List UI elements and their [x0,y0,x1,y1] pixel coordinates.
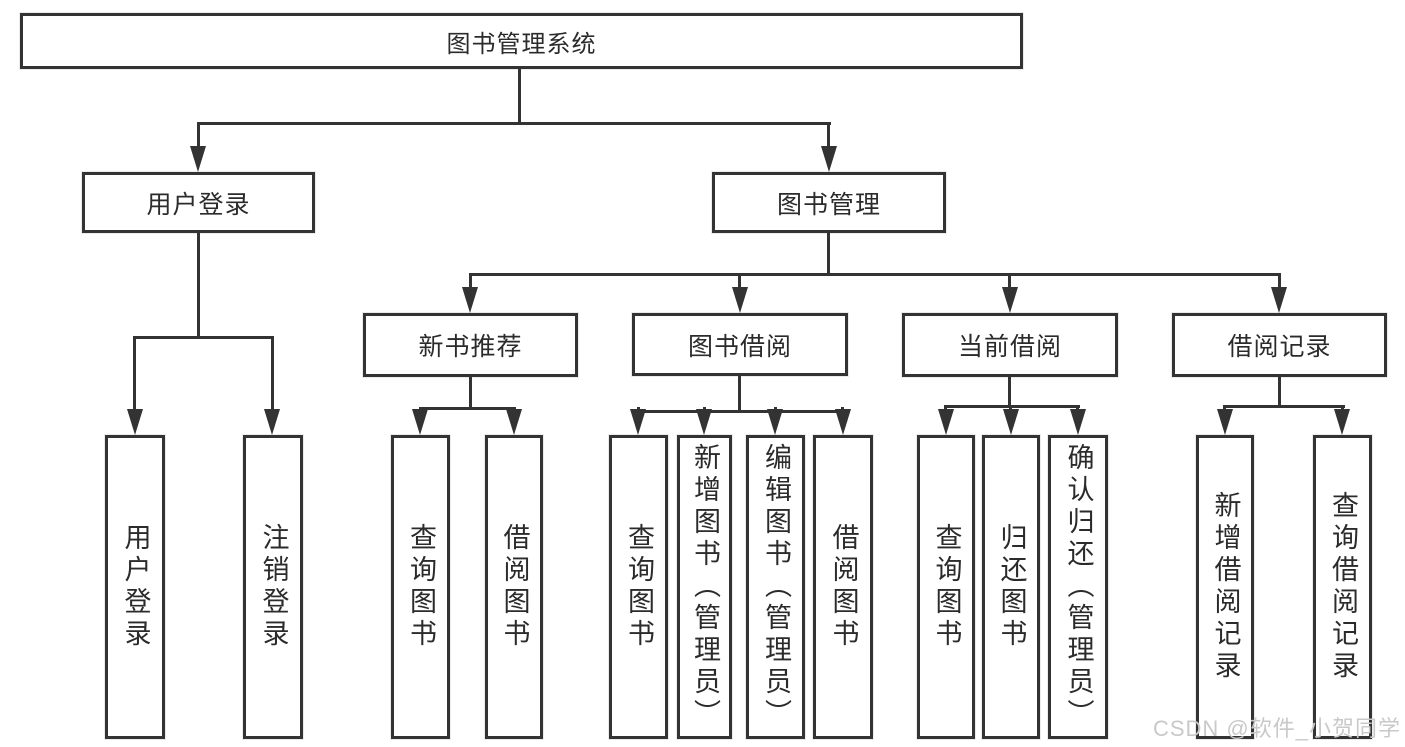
node-label: 查询图书 [406,523,436,651]
node-label: 编辑图书（管理员） [761,443,791,731]
leaf-borrow-books-recommend: 借阅图书 [485,435,543,739]
leaf-query-books-recommend: 查询图书 [391,435,450,739]
node-label: 图书管理 [776,190,881,219]
connector-line [827,122,830,150]
node-label: 当前借阅 [957,333,1062,361]
node-label: 借阅图书 [828,523,859,651]
node-label: 用户登录 [146,190,251,219]
connector-line [469,377,472,410]
node-label: 用户登录 [120,523,151,651]
node-label: 注销登录 [258,523,289,651]
node-book-borrowing: 图书借阅 [632,313,848,376]
leaf-add-borrow-record: 新增借阅记录 [1196,435,1254,739]
leaf-user-login: 用户登录 [105,435,165,739]
node-borrowing-records: 借阅记录 [1172,313,1387,377]
arrowhead-down-icon [630,409,646,435]
leaf-return-books: 归还图书 [982,435,1040,739]
connector-line [1278,377,1281,408]
arrowhead-down-icon [821,146,837,172]
node-user-login: 用户登录 [82,172,315,233]
leaf-add-books-admin: 新增图书（管理员） [677,435,732,739]
connector-line [197,122,200,150]
connector-line [133,336,136,413]
node-label: 新增借阅记录 [1210,491,1241,683]
node-label: 新增图书（管理员） [690,443,720,731]
connector-line [1008,377,1011,408]
arrowhead-down-icon [696,409,712,435]
node-label: 借阅图书 [499,523,530,651]
arrowhead-down-icon [767,409,783,435]
arrowhead-down-icon [1271,287,1287,313]
connector-line [738,273,741,291]
arrowhead-down-icon [1003,409,1019,435]
node-label: 新书推荐 [418,333,523,361]
node-label: 归还图书 [996,523,1027,651]
leaf-borrow-books: 借阅图书 [813,435,873,739]
arrowhead-down-icon [835,409,851,435]
connector-line [133,336,274,339]
node-label: 查询借阅记录 [1328,491,1358,683]
arrowhead-down-icon [127,409,143,435]
arrowhead-down-icon [506,409,522,435]
node-book-management: 图书管理 [712,172,946,233]
connector-line [1008,273,1011,291]
connector-line [637,410,844,413]
connector-line [271,336,274,413]
connector-line [1224,405,1345,408]
connector-line [197,122,831,125]
arrowhead-down-icon [1217,409,1233,435]
arrowhead-down-icon [938,409,954,435]
node-new-book-recommend: 新书推荐 [363,313,578,377]
leaf-edit-books-admin: 编辑图书（管理员） [746,435,805,739]
leaf-logout: 注销登录 [243,435,303,739]
connector-line [419,407,516,410]
leaf-query-books-current: 查询图书 [917,435,975,739]
connector-line [518,69,521,123]
arrowhead-down-icon [462,287,478,313]
leaf-query-books-borrowing: 查询图书 [609,435,668,739]
node-label: 借阅记录 [1227,333,1332,361]
node-label: 确认归还（管理员） [1063,443,1094,731]
arrowhead-down-icon [1334,409,1350,435]
arrowhead-down-icon [190,146,206,172]
arrowhead-down-icon [732,287,748,313]
watermark: CSDN @软件_小贺同学 [1152,716,1401,741]
connector-line [469,273,472,291]
connector-line [827,233,830,276]
arrowhead-down-icon [1070,409,1086,435]
arrowhead-down-icon [1002,287,1018,313]
arrowhead-down-icon [264,409,280,435]
leaf-query-borrow-record: 查询借阅记录 [1313,435,1372,739]
node-library-management-system: 图书管理系统 [20,13,1023,69]
connector-line [738,376,741,413]
node-label: 查询图书 [931,523,962,651]
node-label: 图书管理系统 [446,30,597,58]
connector-line [944,405,1080,408]
connector-line [469,273,1281,276]
connector-line [197,233,200,339]
arrowhead-down-icon [412,409,428,435]
connector-line [1278,273,1281,291]
node-label: 图书借阅 [687,332,792,361]
leaf-confirm-return-admin: 确认归还（管理员） [1048,435,1108,739]
node-current-borrowing: 当前借阅 [902,313,1118,377]
node-label: 查询图书 [624,523,654,651]
